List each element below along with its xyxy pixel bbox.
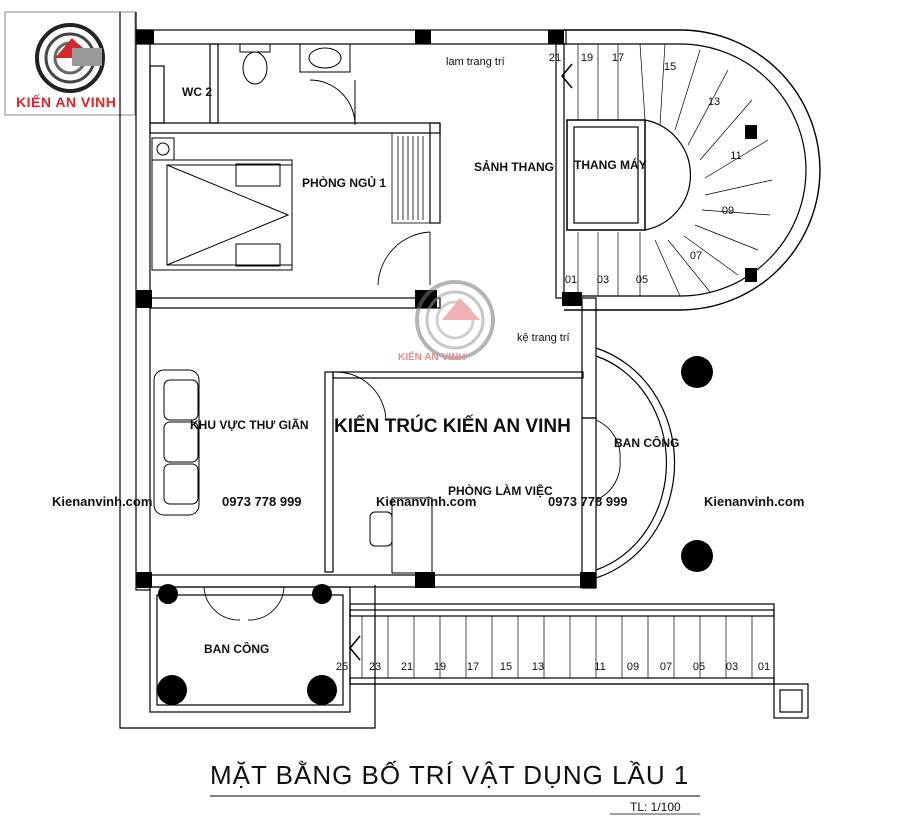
straight-step-11: 11 <box>594 661 606 673</box>
curved-step-13: 13 <box>707 96 721 108</box>
label-decor-slats: lam trang trí <box>446 56 505 68</box>
straight-step-17: 17 <box>466 661 480 673</box>
watermark-1: Kienanvinh.com <box>52 494 153 509</box>
brand-center: KIẾN TRÚC KIẾN AN VINH <box>334 416 571 437</box>
curved-step-09: 09 <box>721 205 735 217</box>
straight-step-15: 15 <box>499 661 513 673</box>
sofa <box>153 369 200 516</box>
watermark-4: 0973 778 999 <box>548 494 628 509</box>
walls <box>119 12 821 729</box>
doors <box>203 231 621 621</box>
logo-text: KIẾN AN VINH <box>16 94 117 110</box>
straight-step-25: 25 <box>335 661 349 673</box>
straight-step-01: 01 <box>757 661 771 673</box>
straight-step-19: 19 <box>433 661 447 673</box>
watermark-5: Kienanvinh.com <box>704 494 805 509</box>
straight-step-03: 03 <box>725 661 739 673</box>
wc-fixtures <box>239 43 356 126</box>
curved-stair-treads <box>577 43 773 297</box>
straight-stair-treads <box>361 616 753 678</box>
curved-step-03: 03 <box>596 274 610 286</box>
label-stair-hall: SẢNH THANG <box>474 160 554 174</box>
watermark-3: Kienanvinh.com <box>376 494 477 509</box>
stair-arrows <box>349 63 573 661</box>
label-decor-shelf: kệ trang trí <box>517 332 570 344</box>
scale-note: TL: 1/100 <box>630 800 681 814</box>
watermark-2: 0973 778 999 <box>222 494 302 509</box>
desk <box>369 497 433 574</box>
straight-step-07: 07 <box>659 661 673 673</box>
straight-step-13: 13 <box>531 661 545 673</box>
straight-step-23: 23 <box>368 661 382 673</box>
label-balcony-bottom: BAN CÔNG <box>204 642 270 656</box>
label-wc2: WC 2 <box>182 85 212 99</box>
columns <box>136 30 757 705</box>
label-relax-area: KHU VỰC THƯ GIÃN <box>190 418 309 432</box>
curved-step-11: 11 <box>730 150 742 162</box>
straight-step-05: 05 <box>692 661 706 673</box>
wardrobe <box>391 132 431 224</box>
curved-step-15: 15 <box>663 61 677 73</box>
label-elevator: THANG MÁY <box>574 158 647 172</box>
curved-step-19: 19 <box>580 52 594 64</box>
curved-step-21: 21 <box>548 52 562 64</box>
curved-step-01: 01 <box>564 274 578 286</box>
page-title: MẶT BẰNG BỐ TRÍ VẬT DỤNG LẦU 1 <box>210 760 690 790</box>
curved-step-05: 05 <box>635 274 649 286</box>
label-balcony-right: BAN CÔNG <box>614 436 680 450</box>
watermark-logo-text: KIẾN AN VINH <box>398 352 466 363</box>
label-bedroom-1: PHÒNG NGỦ 1 <box>302 176 387 190</box>
curved-step-07: 07 <box>689 250 703 262</box>
straight-step-09: 09 <box>626 661 640 673</box>
curved-step-17: 17 <box>611 52 625 64</box>
label-study: PHÒNG LÀM VIỆC <box>448 484 553 498</box>
straight-step-21: 21 <box>400 661 414 673</box>
logo <box>4 11 136 116</box>
watermark-logo <box>415 280 495 360</box>
bed <box>151 137 293 271</box>
